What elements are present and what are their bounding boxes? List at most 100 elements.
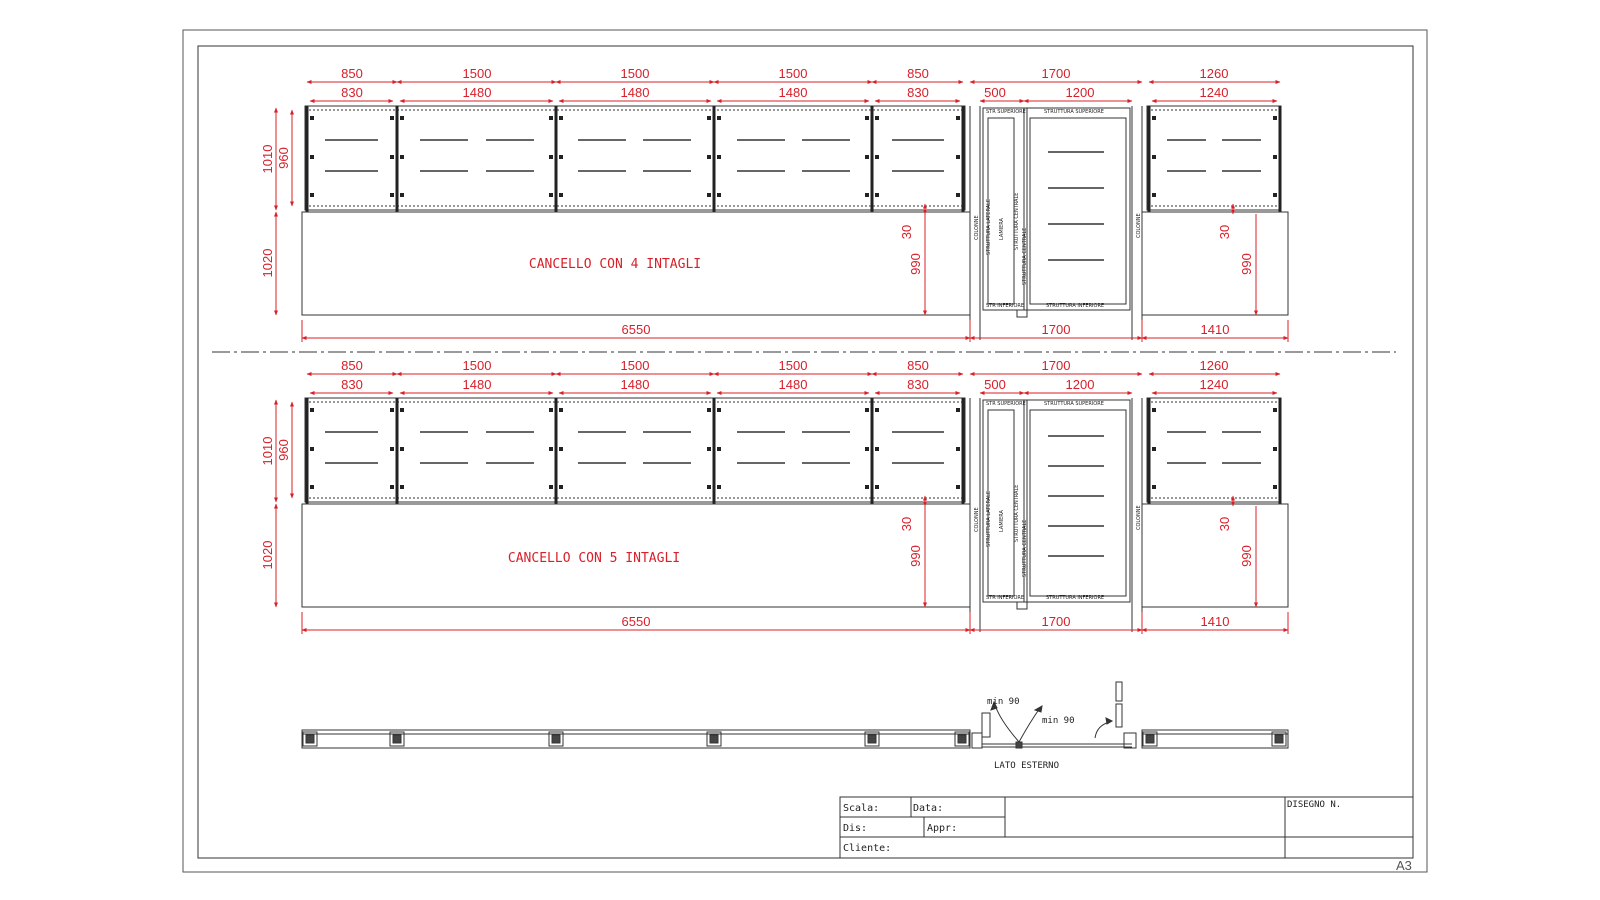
dim-inner-4: 1480 — [779, 377, 808, 392]
label-min90-b: min 90 — [1042, 716, 1075, 726]
tb-disegno: DISEGNO N. — [1287, 800, 1341, 810]
label-struttura-superiore: STRUTTURA SUPERIORE — [1044, 109, 1104, 115]
dim-inner-5: 830 — [907, 377, 929, 392]
tb-scala: Scala: — [843, 803, 879, 814]
dim-rail-height: 1010 — [260, 145, 275, 174]
dim-top-1: 850 — [341, 358, 363, 373]
tb-dis: Dis: — [843, 823, 867, 834]
label-lamiera: LAMIERA — [999, 217, 1005, 240]
plan-view — [301, 681, 1289, 749]
tb-appr: Appr: — [927, 823, 957, 834]
dim-bottom-2: 1700 — [1042, 614, 1071, 629]
elevation-title: CANCELLO CON 4 INTAGLI — [529, 257, 701, 272]
elevation-title: CANCELLO CON 5 INTAGLI — [508, 551, 680, 566]
dim-inner-5: 830 — [907, 85, 929, 100]
label-str-superiore: STR SUPERIORE — [986, 401, 1026, 407]
dim-bottom-1: 6550 — [622, 322, 651, 337]
label-struttura-laterale: STRUTTURA LATERALE — [986, 491, 992, 547]
gate — [969, 106, 1143, 340]
dim-wall-height: 1020 — [260, 249, 275, 278]
railing — [304, 105, 1282, 212]
dim-inner-6: 500 — [984, 377, 1006, 392]
dim-top-1: 850 — [341, 66, 363, 81]
label-struttura-centrale-1: STRUTTURA CENTRALE — [1014, 485, 1020, 542]
dim-inner-3: 1480 — [621, 377, 650, 392]
elevation-2: STR SUPERIORE STRUTTURA SUPERIORE STR IN… — [260, 358, 1289, 634]
dim-inner-1: 830 — [341, 85, 363, 100]
sheet-format: A3 — [1396, 858, 1412, 873]
sheet-outer-frame — [182, 29, 1428, 873]
dim-wall-left: 990 — [908, 545, 923, 567]
dimension-texts: 850 1500 1500 1500 850 1700 1260 830 148… — [260, 66, 1254, 337]
label-struttura-inferiore: STRUTTURA INFERIORE — [1046, 595, 1104, 601]
dim-glass-height: 960 — [276, 439, 291, 461]
dimension-lines — [274, 372, 1289, 634]
dim-inner-4: 1480 — [779, 85, 808, 100]
sheet-inner-frame — [197, 45, 1414, 859]
dim-top-2: 1500 — [463, 358, 492, 373]
tb-cliente: Cliente: — [843, 843, 891, 854]
dim-top-6: 1700 — [1042, 66, 1071, 81]
dim-wall-left: 990 — [908, 253, 923, 275]
dim-wall-height: 1020 — [260, 541, 275, 570]
dim-inner-2: 1480 — [463, 377, 492, 392]
dim-bottom-2: 1700 — [1042, 322, 1071, 337]
label-str-superiore: STR SUPERIORE — [986, 109, 1026, 115]
dim-top-6: 1700 — [1042, 358, 1071, 373]
dim-top-2: 1500 — [463, 66, 492, 81]
label-struttura-superiore: STRUTTURA SUPERIORE — [1044, 401, 1104, 407]
label-colonne-left: COLONNE — [974, 215, 980, 240]
dim-offset-left: 30 — [899, 225, 914, 239]
label-lato-esterno: LATO ESTERNO — [994, 761, 1059, 771]
dimension-texts: 850 1500 1500 1500 850 1700 1260 830 148… — [260, 358, 1254, 629]
dim-wall-right: 990 — [1239, 545, 1254, 567]
label-colonne-right: COLONNE — [1136, 505, 1142, 530]
label-struttura-centrale-2: STRUTTURA CENTRALE — [1022, 520, 1028, 577]
dim-top-7: 1260 — [1200, 66, 1229, 81]
dim-top-5: 850 — [907, 358, 929, 373]
label-lamiera: LAMIERA — [999, 509, 1005, 532]
dim-bottom-1: 6550 — [622, 614, 651, 629]
dim-bottom-3: 1410 — [1201, 614, 1230, 629]
dim-top-5: 850 — [907, 66, 929, 81]
label-struttura-centrale-1: STRUTTURA CENTRALE — [1014, 193, 1020, 250]
dim-wall-right: 990 — [1239, 253, 1254, 275]
dim-top-4: 1500 — [779, 358, 808, 373]
dim-inner-8: 1240 — [1200, 377, 1229, 392]
dimension-lines — [274, 80, 1289, 342]
label-str-inferiore: STR INFERIORE — [986, 595, 1024, 601]
label-str-inferiore: STR INFERIORE — [986, 303, 1024, 309]
gate-labels: STR SUPERIORE STRUTTURA SUPERIORE STR IN… — [974, 109, 1142, 309]
dim-inner-7: 1200 — [1066, 377, 1095, 392]
gate — [969, 398, 1143, 632]
dim-offset-left: 30 — [899, 517, 914, 531]
label-struttura-inferiore: STRUTTURA INFERIORE — [1046, 303, 1104, 309]
dim-offset-right: 30 — [1217, 517, 1232, 531]
title-block — [839, 796, 1414, 859]
elevation-1: STR SUPERIORE STRUTTURA SUPERIORE STR IN… — [260, 66, 1289, 342]
dim-top-7: 1260 — [1200, 358, 1229, 373]
railing — [304, 397, 1282, 504]
dim-offset-right: 30 — [1217, 225, 1232, 239]
plan-posts — [302, 731, 1287, 747]
dim-rail-height: 1010 — [260, 437, 275, 466]
gate-labels: STR SUPERIORE STRUTTURA SUPERIORE STR IN… — [974, 401, 1142, 601]
label-min90-a: min 90 — [987, 697, 1020, 707]
label-colonne-left: COLONNE — [974, 507, 980, 532]
label-colonne-right: COLONNE — [1136, 213, 1142, 238]
dim-inner-3: 1480 — [621, 85, 650, 100]
dim-inner-7: 1200 — [1066, 85, 1095, 100]
dim-top-3: 1500 — [621, 358, 650, 373]
wall-right — [1141, 503, 1289, 608]
dim-inner-1: 830 — [341, 377, 363, 392]
dim-top-3: 1500 — [621, 66, 650, 81]
wall-right — [1141, 211, 1289, 316]
dim-inner-2: 1480 — [463, 85, 492, 100]
label-struttura-centrale-2: STRUTTURA CENTRALE — [1022, 228, 1028, 285]
tb-data: Data: — [913, 803, 943, 814]
dim-top-4: 1500 — [779, 66, 808, 81]
dim-bottom-3: 1410 — [1201, 322, 1230, 337]
dim-inner-6: 500 — [984, 85, 1006, 100]
dim-glass-height: 960 — [276, 147, 291, 169]
